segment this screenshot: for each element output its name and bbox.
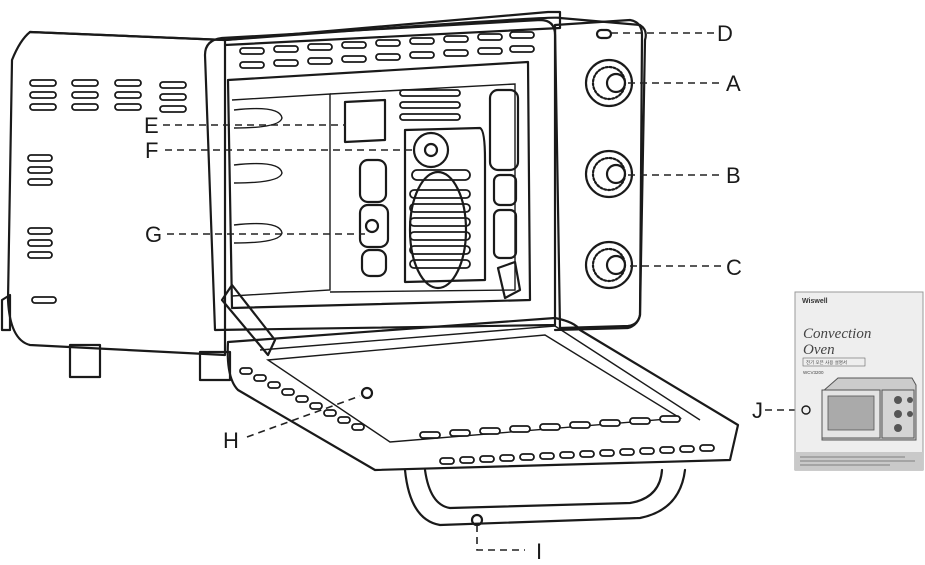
- label-e: E: [144, 113, 159, 138]
- label-f: F: [145, 138, 158, 163]
- label-h: H: [223, 428, 239, 453]
- manual-subtitle: 전기 오븐 사용 설명서: [806, 359, 847, 366]
- oven-foot-right: [198, 350, 232, 382]
- door-vents: [239, 367, 715, 465]
- label-i: I: [536, 539, 542, 564]
- knob-temperature[interactable]: [584, 58, 634, 108]
- knob-timer[interactable]: [584, 240, 634, 290]
- rotisserie-socket: [358, 203, 390, 249]
- fan-cover-outline: [408, 170, 468, 290]
- knob-function[interactable]: [584, 149, 634, 199]
- label-a: A: [726, 71, 741, 96]
- top-vents: [239, 31, 535, 69]
- callout-labels: D A B C E F G H I J: [144, 21, 763, 564]
- manual-title-line2: Oven: [803, 342, 835, 358]
- interior-light: [343, 98, 387, 144]
- oven-foot-left: [68, 343, 102, 379]
- power-indicator-light: [595, 28, 613, 40]
- label-b: B: [726, 163, 741, 188]
- label-j: J: [752, 398, 763, 423]
- convection-fan: [412, 131, 450, 169]
- manual-oven-image: [821, 377, 917, 441]
- door-handle[interactable]: [403, 468, 687, 527]
- label-c: C: [726, 255, 742, 280]
- oven-door[interactable]: [220, 283, 740, 527]
- label-d: D: [717, 21, 733, 46]
- manual-model: WCV3200: [803, 370, 824, 375]
- instruction-manual: Wiswell Convection Oven 전기 오븐 사용 설명서 WCV…: [794, 291, 924, 471]
- manual-title-line1: Convection: [803, 326, 871, 342]
- leader-lines: [163, 32, 798, 551]
- manual-brand: Wiswell: [802, 298, 828, 305]
- control-panel: [553, 18, 644, 330]
- label-g: G: [145, 222, 162, 247]
- side-vents: [27, 79, 187, 304]
- oven-cavity: [226, 60, 532, 310]
